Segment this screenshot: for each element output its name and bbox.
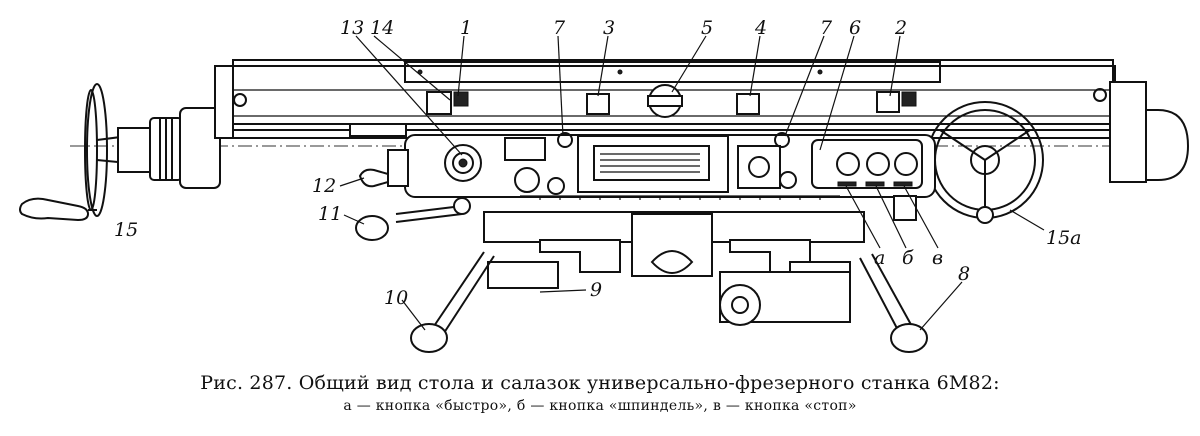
callout-2: 2 bbox=[894, 17, 907, 39]
callout-8: 8 bbox=[958, 263, 970, 285]
callout-4: 4 bbox=[754, 17, 767, 39]
cross-slide bbox=[483, 211, 865, 326]
legend-a: а — кнопка «быстро», bbox=[343, 398, 513, 414]
callout-7-left: 7 bbox=[553, 17, 566, 39]
crank-handle bbox=[19, 197, 90, 222]
callout-15a: 15a bbox=[1046, 227, 1082, 249]
callout-3: 3 bbox=[603, 17, 615, 39]
callout-12: 12 bbox=[312, 175, 336, 197]
left-handwheel bbox=[19, 83, 221, 222]
leader-lines bbox=[339, 35, 1045, 331]
feed-lever bbox=[349, 123, 409, 188]
saddle-panel bbox=[404, 132, 936, 200]
callout-14: 14 bbox=[370, 17, 394, 39]
figure-legend: а — кнопка «быстро», б — кнопка «шпиндел… bbox=[0, 398, 1200, 414]
callout-a: а bbox=[874, 247, 885, 269]
callout-v: в bbox=[932, 247, 943, 269]
callout-7-right: 7 bbox=[820, 17, 833, 39]
legend-v: в — кнопка «стоп» bbox=[712, 398, 857, 414]
callout-9: 9 bbox=[590, 279, 602, 301]
callout-15: 15 bbox=[114, 219, 138, 241]
table-dogs bbox=[426, 84, 917, 118]
legend-b: б — кнопка «шпиндель», bbox=[516, 398, 709, 414]
levers bbox=[355, 195, 928, 353]
callout-5: 5 bbox=[701, 17, 713, 39]
callout-b: б bbox=[902, 247, 914, 269]
callout-13: 13 bbox=[340, 17, 364, 39]
right-handwheel bbox=[926, 81, 1190, 224]
figure-caption: Рис. 287. Общий вид стола и салазок унив… bbox=[200, 372, 1000, 394]
callout-10: 10 bbox=[384, 287, 408, 309]
callout-6: 6 bbox=[849, 17, 861, 39]
callout-1: 1 bbox=[460, 17, 472, 39]
callout-11: 11 bbox=[318, 203, 342, 225]
